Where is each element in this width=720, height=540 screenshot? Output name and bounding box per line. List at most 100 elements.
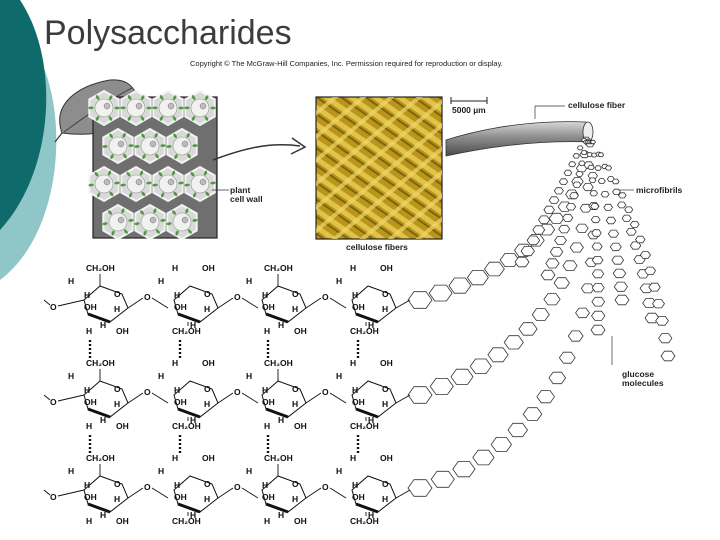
glucose-hexagon bbox=[543, 205, 555, 214]
glucose-hexagon bbox=[652, 299, 665, 309]
atom-h: H bbox=[292, 399, 298, 409]
atom-h: H bbox=[190, 510, 196, 520]
ring-oxygen: O bbox=[114, 384, 121, 394]
glucose-hexagon bbox=[605, 216, 617, 225]
glucose-hexagon bbox=[531, 308, 550, 321]
glucose-hexagon bbox=[658, 333, 673, 344]
glycosidic-oxygen: O bbox=[234, 482, 241, 492]
ch2oh-label: CH₂OH bbox=[86, 358, 115, 368]
glucose-hexagon bbox=[565, 203, 577, 211]
atom-h: H bbox=[246, 276, 252, 286]
atom-h: H bbox=[172, 263, 178, 273]
ring-oxygen: O bbox=[292, 384, 299, 394]
glucose-molecules-label: glucose molecules bbox=[622, 370, 664, 388]
ch2oh-label: CH₂OH bbox=[86, 263, 115, 273]
glucose-hexagon bbox=[407, 479, 433, 497]
copyright-notice: Copyright © The McGraw-Hill Companies, I… bbox=[190, 59, 503, 68]
ch2oh-label: CH₂OH bbox=[86, 453, 115, 463]
atom-h: H bbox=[368, 415, 374, 425]
plant-cell bbox=[134, 127, 166, 165]
oh-label: OH bbox=[84, 302, 97, 312]
ch2oh-label: CH₂OH bbox=[264, 358, 293, 368]
atom-h: H bbox=[246, 371, 252, 381]
oh-label: OH bbox=[84, 397, 97, 407]
oh-label: OH bbox=[202, 453, 215, 463]
cellulose-fibers-micrograph bbox=[315, 96, 443, 240]
glucose-hexagon bbox=[612, 188, 621, 196]
atom-h: H bbox=[262, 385, 268, 395]
glucose-hexagon bbox=[572, 181, 582, 188]
atom-h: H bbox=[114, 304, 120, 314]
cellulose-fiber-label: cellulose fiber bbox=[568, 100, 626, 110]
glucose-hexagon bbox=[621, 214, 632, 222]
glucose-hexagon bbox=[589, 139, 597, 145]
glycosidic-oxygen: O bbox=[322, 387, 329, 397]
glucose-label: glucose bbox=[622, 369, 655, 379]
glycosidic-oxygen: O bbox=[322, 292, 329, 302]
glucose-hexagon bbox=[407, 386, 433, 404]
oh-label: OH bbox=[352, 397, 365, 407]
oh-label: OH bbox=[294, 326, 307, 336]
atom-h: H bbox=[382, 494, 388, 504]
atom-h: H bbox=[86, 421, 92, 431]
glucose-hexagon bbox=[429, 377, 454, 395]
glucose-hexagon bbox=[568, 161, 577, 168]
oh-label: OH bbox=[174, 302, 187, 312]
glucose-hexagon bbox=[558, 178, 569, 186]
glucose-hexagon bbox=[591, 269, 605, 279]
plant-label: plant bbox=[230, 185, 251, 195]
oh-label: OH bbox=[202, 263, 215, 273]
glucose-hexagon bbox=[450, 368, 474, 385]
atom-h: H bbox=[204, 494, 210, 504]
glucose-hexagon bbox=[591, 242, 603, 251]
atom-h: H bbox=[350, 358, 356, 368]
glycosidic-oxygen: O bbox=[144, 292, 151, 302]
ring-oxygen: O bbox=[382, 479, 389, 489]
glucose-hexagon bbox=[612, 268, 627, 279]
glucose-hexagon bbox=[484, 261, 505, 277]
plant-cell bbox=[152, 165, 184, 203]
oh-label: OH bbox=[380, 358, 393, 368]
glucose-hexagon bbox=[430, 470, 455, 488]
plant-cell bbox=[120, 165, 152, 203]
atom-h: H bbox=[350, 263, 356, 273]
oh-label: OH bbox=[84, 492, 97, 502]
glucose-hexagon bbox=[660, 350, 676, 362]
atom-h: H bbox=[158, 466, 164, 476]
microfibril-chains bbox=[407, 136, 676, 497]
glucose-hexagon bbox=[548, 196, 560, 205]
glucose-hexagon bbox=[558, 224, 571, 234]
glycosidic-oxygen: O bbox=[234, 292, 241, 302]
atom-h: H bbox=[264, 326, 270, 336]
glucose-hexagon bbox=[520, 245, 535, 257]
glucose-hexagon bbox=[526, 235, 541, 246]
oh-label: OH bbox=[202, 358, 215, 368]
glucose-hexagon bbox=[580, 283, 595, 294]
atom-h: H bbox=[382, 304, 388, 314]
atom-h: H bbox=[172, 358, 178, 368]
microfibril-chain bbox=[588, 139, 660, 324]
glucose-hexagon bbox=[503, 335, 524, 350]
atom-h: H bbox=[278, 415, 284, 425]
glucose-hexagon bbox=[590, 324, 606, 336]
ring-oxygen: O bbox=[204, 289, 211, 299]
glucose-hexagon bbox=[597, 152, 605, 158]
glycosidic-oxygen: O bbox=[322, 482, 329, 492]
glucose-hexagon bbox=[499, 253, 520, 267]
atom-h: H bbox=[84, 385, 90, 395]
atom-h: H bbox=[336, 466, 342, 476]
oh-label: OH bbox=[380, 453, 393, 463]
ring-oxygen: O bbox=[204, 479, 211, 489]
atom-h: H bbox=[86, 516, 92, 526]
glucose-hexagon bbox=[538, 215, 551, 225]
microfibril-chain bbox=[586, 139, 630, 306]
atom-h: H bbox=[352, 480, 358, 490]
glucose-hexagon bbox=[575, 223, 589, 234]
ring-oxygen: O bbox=[382, 289, 389, 299]
glucose-hexagon bbox=[588, 177, 597, 184]
